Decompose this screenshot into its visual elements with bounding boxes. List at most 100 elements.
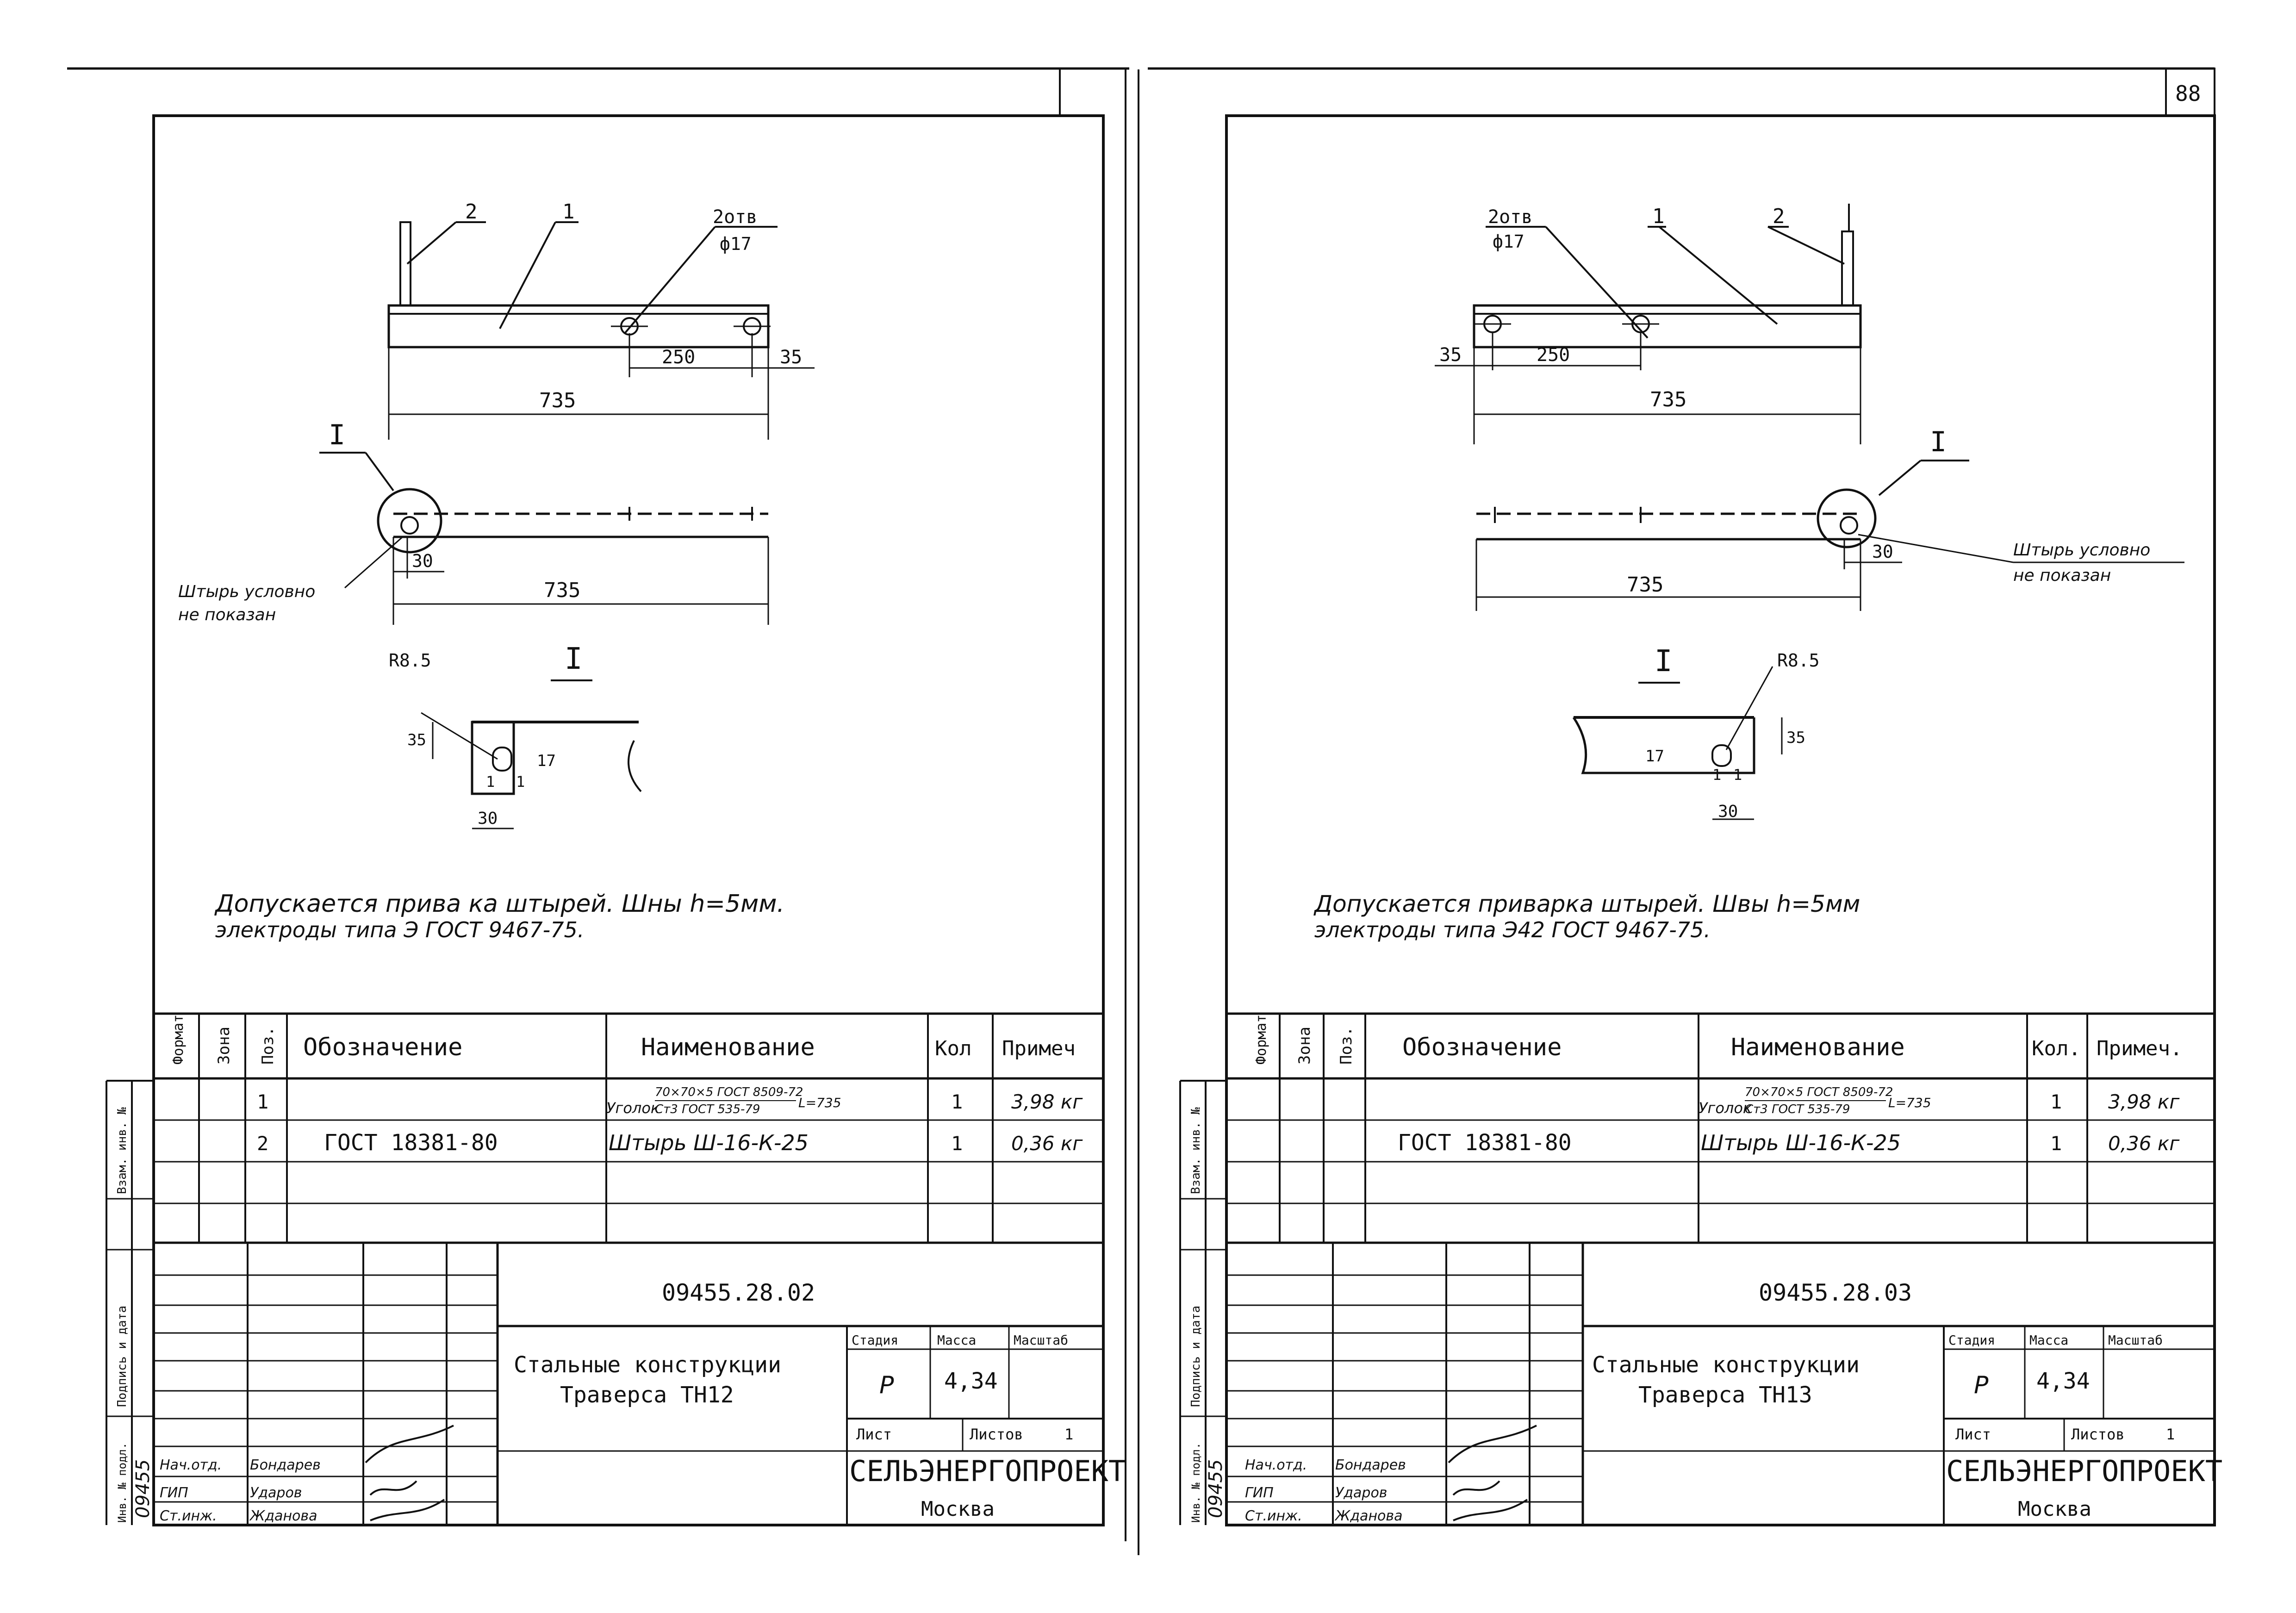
detail-radius: R8.5 [389, 650, 431, 671]
row2-note: 0,36 кг [2108, 1132, 2180, 1155]
view-marker-leader [365, 452, 394, 492]
row2-pos: 2 [257, 1132, 268, 1155]
sheet-frame [152, 114, 1105, 1526]
row2-designation: ГОСТ 18381-80 [1398, 1130, 1572, 1156]
radius-leader [421, 712, 498, 760]
role-2: ГИП [1245, 1485, 1274, 1501]
row1-name-prefix: Уголок [1699, 1099, 1752, 1117]
dim-35: 35 [1439, 344, 1462, 366]
leader-holes [1545, 226, 1649, 339]
dim-735-top: 735 [539, 389, 576, 412]
role-3: Ст.инж. [160, 1508, 217, 1524]
doc-code: 09455.28.02 [662, 1279, 815, 1306]
row1-note: 3,98 кг [1011, 1090, 1083, 1113]
title-line2: Траверса ТН13 [1638, 1382, 1812, 1408]
detail-dim-1a: 1 [486, 773, 495, 791]
mass-label: Масса [2029, 1333, 2068, 1348]
dim-735-plan: 735 [544, 579, 580, 602]
stage-label: Стадия [852, 1333, 898, 1348]
dim-30-plan: 30 [1872, 542, 1893, 562]
scale-label: Масштаб [2108, 1333, 2163, 1348]
dim-35: 35 [780, 347, 802, 368]
detail-dim-1a: 1 [1712, 766, 1721, 784]
callout-pos2: 2 [465, 200, 478, 224]
role-1: Нач.отд. [1245, 1457, 1307, 1473]
pin-circle [1840, 516, 1858, 535]
role-1-name: Бондарев [1335, 1457, 1406, 1473]
stamp-vzam: Взам. инв. № [1189, 1107, 1203, 1194]
detail-circle [1817, 488, 1877, 548]
radius-leader [1725, 666, 1773, 750]
th-designation: Обозначение [1402, 1034, 1562, 1061]
role-2: ГИП [160, 1485, 188, 1501]
holes-label: 2отв [1488, 206, 1532, 228]
detail-dim-30: 30 [478, 809, 498, 828]
detail-dim-35: 35 [1786, 729, 1805, 747]
row2-designation: ГОСТ 18381-80 [324, 1130, 498, 1156]
leader-holes [624, 226, 716, 334]
note-leader [344, 536, 403, 589]
row1-pos: 1 [257, 1090, 268, 1113]
th-qty: Кол. [2032, 1037, 2081, 1060]
row1-name-bottom: Ст3 ГОСТ 535-79 [655, 1102, 760, 1116]
note-weld: Допускается приварка штырей. Швы h=5мм [1313, 891, 1860, 917]
role-3: Ст.инж. [1245, 1508, 1302, 1524]
th-pos: Поз. [1337, 1027, 1356, 1065]
row1-name-bottom: Ст3 ГОСТ 535-79 [1745, 1102, 1850, 1116]
th-note: Примеч. [2097, 1037, 2182, 1060]
detail-body [471, 721, 515, 795]
title-line1: Стальные конструкции [1592, 1352, 1860, 1378]
dim-735-plan: 735 [1627, 573, 1663, 597]
th-zone: Зона [1295, 1027, 1314, 1065]
view-marker: I [1930, 426, 1947, 458]
detail-hole [492, 747, 512, 772]
th-format: Формат [1253, 1015, 1269, 1065]
detail-dim-35: 35 [407, 731, 426, 749]
sheet-label: Лист [1955, 1426, 1991, 1443]
hole-diameter: ф17 [1493, 231, 1524, 252]
th-note: Примеч [1002, 1037, 1076, 1060]
doc-code: 09455.28.03 [1759, 1279, 1912, 1306]
beam-plan: I 30 735 Штырь условно не показан [178, 419, 769, 625]
note-leader [1858, 534, 2014, 563]
dim-250: 250 [662, 347, 695, 368]
stamp-inv-value: 09455 [132, 1459, 154, 1518]
side-stamp: Взам. инв. № Подпись и дата Инв. № подл.… [1179, 1080, 1226, 1525]
page-number: 88 [2175, 81, 2201, 106]
detail-dim-17: 17 [1645, 747, 1664, 766]
stamp-podpis: Подпись и дата [115, 1306, 129, 1407]
dim-30-plan: 30 [412, 551, 433, 571]
th-designation: Обозначение [303, 1034, 462, 1061]
org-name: СЕЛЬЭНЕРГОПРОЕКТ [1946, 1454, 2222, 1488]
note-line1: Штырь условно [2013, 541, 2150, 560]
stamp-inv-value: 09455 [1205, 1459, 1226, 1518]
stage-value: Р [879, 1371, 894, 1399]
row1-qty: 1 [2050, 1090, 2062, 1113]
role-1: Нач.отд. [160, 1457, 222, 1473]
title-block: 09455.28.03 Стальные конструкции Траверс… [1226, 1243, 2222, 1525]
detail-I: I R8.5 35 17 1 1 30 [1572, 644, 1820, 821]
role-3-name: Жданова [1334, 1508, 1402, 1524]
pin-stud [1841, 230, 1854, 306]
note-line2: не показан [178, 605, 276, 624]
signatures [365, 1425, 454, 1521]
sheets-label: Листов [2071, 1426, 2125, 1443]
sheet-frame [1225, 114, 2216, 1526]
row2-name: Штырь Ш-16-К-25 [1701, 1130, 1901, 1155]
row1-name-top: 70×70×5 ГОСТ 8509-72 [1745, 1085, 1893, 1099]
title-line2: Траверса ТН12 [560, 1382, 734, 1408]
sheet-left: 2 1 2отв ф17 250 35 735 I [67, 67, 1129, 1541]
org-name: СЕЛЬЭНЕРГОПРОЕКТ [849, 1454, 1126, 1488]
pin-stud [399, 221, 411, 306]
beam-elevation: 2 1 2отв ф17 250 35 735 [387, 200, 815, 440]
spec-table: Формат Зона Поз. Обозначение Наименовани… [1226, 1012, 2215, 1244]
th-format: Формат [170, 1015, 187, 1065]
detail-radius: R8.5 [1777, 650, 1820, 671]
note-line2: не показан [2013, 566, 2111, 585]
row1-name-suffix: L=735 [1888, 1095, 1931, 1110]
note-electrodes: электроды типа Э42 ГОСТ 9467-75. [1314, 917, 1711, 942]
row2-name: Штырь Ш-16-К-25 [609, 1130, 809, 1155]
stamp-inv: Инв. № подл. [1189, 1443, 1202, 1523]
stamp-podpis: Подпись и дата [1189, 1306, 1203, 1407]
